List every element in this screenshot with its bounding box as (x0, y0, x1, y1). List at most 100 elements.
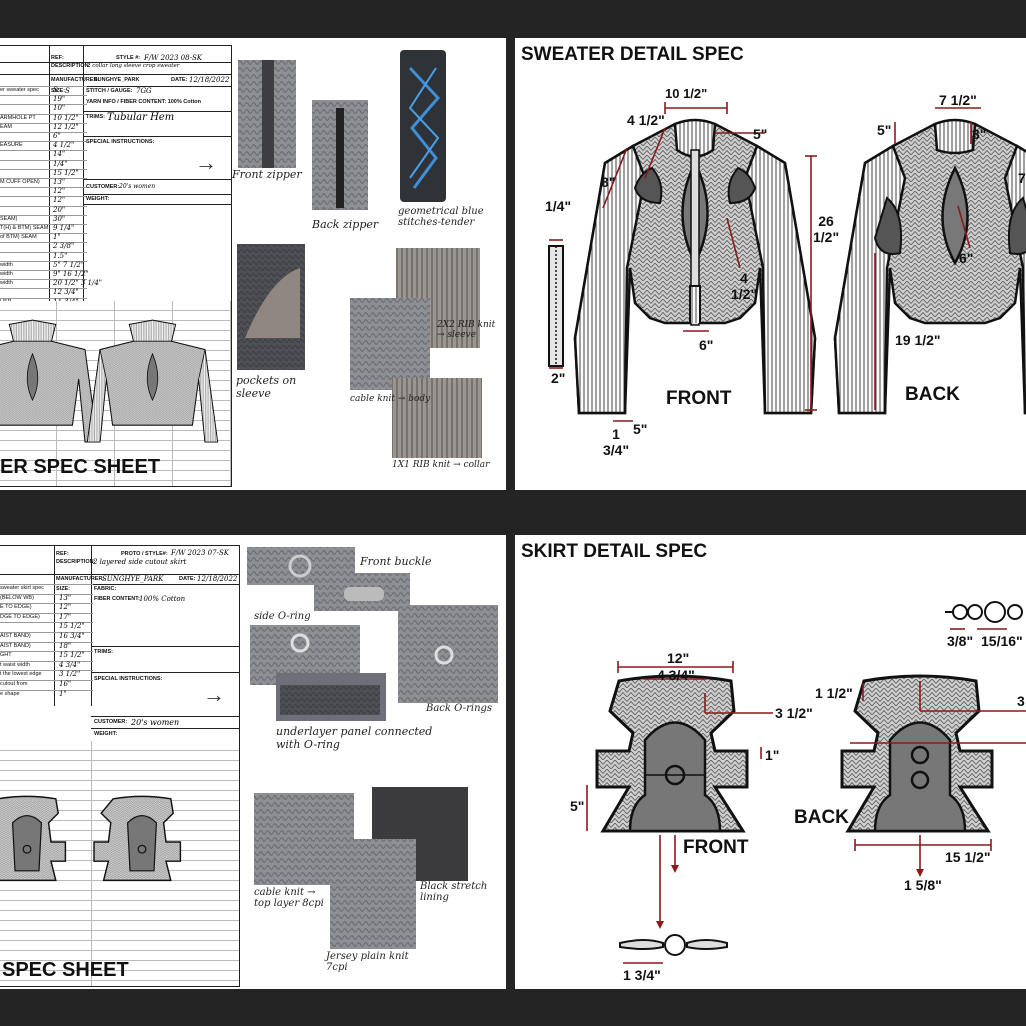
table-row (0, 297, 87, 299)
table-row (0, 584, 93, 585)
table-row (0, 593, 93, 595)
row-label: t the lowest edge (0, 671, 42, 678)
date-label: DATE: (179, 576, 196, 582)
table-row (0, 132, 87, 133)
dim-waist-inner: 4 3/4" (657, 667, 695, 683)
photo-caption: Jersey plain knit 7cpi (326, 951, 409, 973)
stitch-label: STITCH / GAUGE: (86, 88, 133, 94)
table-row (0, 150, 87, 152)
table-row (0, 670, 93, 672)
fiber-label: FIBER CONTENT: (94, 596, 140, 602)
row-label: width (0, 280, 13, 287)
skirt-detail-drawing (586, 601, 1026, 964)
photo-caption: 2X2 RIB knit → sleeve (437, 320, 496, 340)
row-value: 13" (53, 178, 66, 186)
photo-caption: cable knit → top layer 8cpi (254, 887, 324, 909)
yarn-label: YARN INFO / FIBER CONTENT: 100% Cotton (86, 99, 201, 105)
row-value: 9 1/4" (53, 224, 75, 232)
trims-label: TRIMS: (86, 114, 105, 120)
date-value: 12/18/2022 (189, 76, 230, 84)
row-label: of BTM) SEAM (0, 234, 37, 241)
row-label: sweater skirt spec (0, 585, 45, 591)
photo-caption: Front buckle (360, 555, 432, 568)
dim-pocket: 4 1/2" (731, 270, 758, 302)
weight-label: WEIGHT: (94, 731, 118, 737)
front-skirt-sketch (595, 674, 749, 833)
table-row (0, 622, 93, 624)
date-value: 12/18/2022 (197, 575, 238, 583)
table-row (0, 251, 87, 253)
dim-buckle-len: 1 3/4" (623, 967, 661, 983)
manufacturer-value: SUNGHYE_PARK (102, 575, 164, 583)
size-label: SIZE: (51, 88, 66, 94)
row-value: 17" (59, 612, 72, 621)
manufacturer-value: SUNGHYE_PARK (94, 77, 140, 83)
weight-label: WEIGHT: (86, 196, 110, 202)
table-row (0, 168, 87, 170)
row-value: 10 1/2" (53, 113, 79, 122)
back-label: BACK (794, 807, 849, 828)
dim-collar-height: 5" (753, 126, 768, 142)
row-value: 20 1/2" 3 1/4" (53, 279, 103, 288)
row-value: 10" (53, 104, 66, 113)
date-label: DATE: (171, 77, 188, 83)
sweater-detail-drawing (548, 102, 1026, 422)
sweater-detail-panel: SWEATER DETAIL SPEC (515, 38, 1026, 490)
dim-back-drop: 1 5/8" (904, 877, 942, 893)
dim-neck-width: 10 1/2" (665, 86, 708, 101)
row-value: 5" 7 1/2" (53, 260, 85, 269)
row-value: 9" 16 1/2" (53, 270, 89, 278)
table-row (0, 187, 87, 189)
row-value: S (53, 86, 58, 94)
sweater-detail-title: SWEATER DETAIL SPEC (521, 44, 744, 65)
table-row (0, 224, 87, 225)
style-value: F/W 2023 08-SK (144, 54, 202, 62)
row-value: 15 1/2" (59, 651, 85, 660)
table-row (0, 141, 87, 143)
proto-label: PROTO / STYLE#: (121, 551, 168, 557)
proto-value: F/W 2023 07-SK (171, 549, 229, 557)
table-row (0, 260, 87, 262)
row-value: 1/4" (53, 159, 68, 168)
row-value: 14" (53, 150, 66, 159)
row-value: 15 1/2" (53, 168, 79, 177)
dim-chain-b: 15/16" (981, 633, 1023, 649)
trims-value: Tubular Hem (107, 112, 175, 123)
dim-collar-front: 4 1/2" (627, 112, 665, 128)
ref-label: REF: (56, 551, 69, 557)
row-value: 16" (59, 680, 72, 688)
size-value: S (65, 87, 70, 95)
row-value: 16 3/4" (59, 632, 85, 640)
table-row (0, 178, 87, 179)
dim-hem-width: 6" (699, 337, 714, 353)
table-row (0, 612, 93, 614)
photo-caption: 1X1 RIB knit → collar (392, 460, 490, 470)
dim-side-drop: 3 1/2" (775, 705, 813, 721)
row-label: width (0, 261, 13, 268)
dim-back-side: 7 (1018, 170, 1026, 186)
table-row (0, 159, 87, 161)
buckle-detail (619, 934, 728, 956)
photo-caption: Black stretch lining (420, 881, 488, 903)
row-value: 19" (53, 95, 66, 104)
row-label: E TO EDGE) (0, 604, 32, 611)
row-value: 1.5" (53, 251, 68, 260)
row-label: ARMHOLE PT (0, 114, 36, 121)
special-label: SPECIAL INSTRUCTIONS: (86, 139, 155, 145)
sweater-swatch-photos (237, 50, 482, 458)
fabric-label: FABRIC: (94, 586, 117, 592)
dim-body-length: 26 1/2" (813, 213, 840, 245)
trims-label: TRIMS: (94, 649, 113, 655)
row-label: EASURE (0, 142, 23, 149)
customer-label: CUSTOMER: (86, 184, 120, 190)
dim-top-width: 12" (667, 650, 690, 666)
table-row (0, 689, 93, 691)
table-row (0, 122, 87, 124)
row-value: 1" (53, 233, 61, 242)
table-row (0, 641, 93, 643)
row-label: er sweater spec (0, 87, 39, 93)
back-skirt-sketch (840, 674, 994, 833)
back-label: BACK (905, 384, 960, 405)
row-value: 3 1/2" (59, 670, 81, 679)
skirt-spec-sheet-panel: sweater skirt spec(BELOW WB)13"E TO EDGE… (0, 535, 506, 989)
